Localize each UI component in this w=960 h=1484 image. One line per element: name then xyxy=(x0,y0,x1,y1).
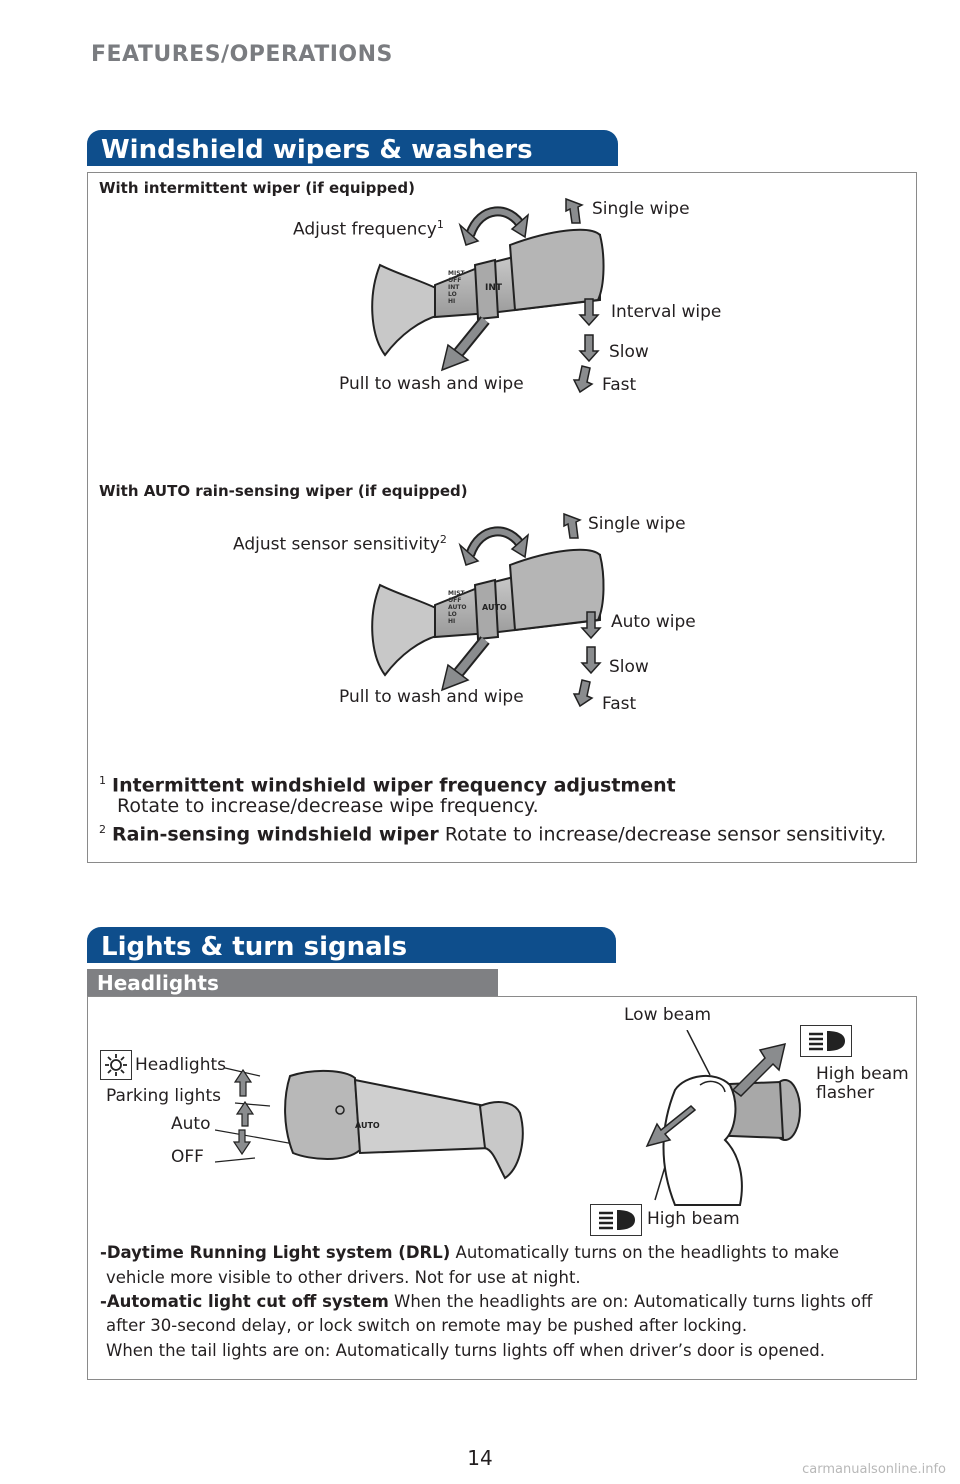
page-number: 14 xyxy=(467,1446,493,1470)
stalk-knob xyxy=(508,228,605,312)
cutoff-line-2: after 30-second delay, or lock switch on… xyxy=(106,1316,748,1335)
label-off: OFF xyxy=(171,1147,204,1167)
stalk-knob xyxy=(284,1069,362,1160)
label-single-wipe: Single wipe xyxy=(592,199,690,219)
stalk-base xyxy=(478,1101,524,1180)
stalk-band-label: AUTO xyxy=(355,1121,380,1130)
footnote-2: 2 Rain-sensing windshield wiper Rotate t… xyxy=(99,823,887,846)
stalk-band-label: AUTO xyxy=(482,603,507,612)
cutoff-line-3: When the tail lights are on: Automatical… xyxy=(106,1341,825,1360)
lights-section-tab: Lights & turn signals xyxy=(87,927,616,963)
high-beam-icon xyxy=(599,1210,635,1230)
label-adjust-sensitivity: Adjust sensor sensitivity2 xyxy=(233,533,447,555)
wipers-section-title: Windshield wipers & washers xyxy=(101,135,533,165)
position-arrow xyxy=(232,1129,252,1156)
fast-arrow-icon xyxy=(572,679,594,708)
label-pull-wash: Pull to wash and wipe xyxy=(339,374,524,394)
pos-label: INT xyxy=(448,284,460,291)
label-high-beam-flasher-1: High beam xyxy=(816,1064,909,1084)
pos-label: LO xyxy=(448,611,457,618)
drl-line-2: vehicle more visible to other drivers. N… xyxy=(106,1268,581,1287)
high-beam-flasher-icon xyxy=(809,1031,845,1051)
position-arrow xyxy=(235,1100,255,1127)
single-wipe-arrow-icon xyxy=(565,197,584,224)
pos-label: OFF xyxy=(448,277,461,284)
stalk-body xyxy=(353,1078,492,1155)
wipers-section-tab: Windshield wipers & washers xyxy=(87,130,618,166)
pos-label: OFF xyxy=(448,597,461,604)
beam-hand-diagram xyxy=(645,1030,801,1206)
headlight-symbol-box xyxy=(100,1050,132,1080)
label-pull-wash: Pull to wash and wipe xyxy=(339,687,524,707)
label-headlights: Headlights xyxy=(135,1055,226,1075)
single-wipe-arrow-icon xyxy=(563,512,582,539)
slow-arrow-icon xyxy=(580,646,602,675)
pos-label: HI xyxy=(448,618,455,625)
pos-label: LO xyxy=(448,291,457,298)
section-header: FEATURES/OPERATIONS xyxy=(91,42,393,67)
intermittent-wiper-diagram: MIST OFF INT LO HI INT xyxy=(371,206,605,372)
label-parking-lights: Parking lights xyxy=(106,1086,221,1106)
interval-wipe-arrow-icon xyxy=(578,298,600,327)
headlight-stalk-diagram: AUTO xyxy=(215,1067,524,1180)
label-slow: Slow xyxy=(609,342,649,362)
fast-arrow-icon xyxy=(572,365,594,394)
high-beam-symbol-box xyxy=(590,1204,642,1236)
stalk-band xyxy=(473,258,500,321)
label-low-beam: Low beam xyxy=(624,1005,712,1025)
flasher-arrow xyxy=(731,1042,787,1097)
label-interval-wipe: Interval wipe xyxy=(611,302,722,322)
drl-line-1: -Daytime Running Light system (DRL) Auto… xyxy=(100,1243,839,1262)
pos-label: AUTO xyxy=(448,604,467,611)
label-single-wipe: Single wipe xyxy=(588,514,686,534)
label-auto: Auto xyxy=(171,1114,211,1134)
stalk-base xyxy=(371,263,441,357)
auto-wiper-diagram: MIST OFF AUTO LO HI AUTO xyxy=(371,526,605,692)
hand-outline xyxy=(662,1074,743,1206)
headlights-subtab: Headlights xyxy=(87,969,498,997)
label-fast: Fast xyxy=(602,694,637,714)
position-arrow xyxy=(233,1068,253,1097)
label-high-beam: High beam xyxy=(647,1209,740,1229)
high-beam-arrow xyxy=(645,1104,697,1148)
stalk-band xyxy=(473,578,500,641)
stalk-knob xyxy=(508,548,605,632)
high-beam-flasher-symbol-box xyxy=(800,1025,852,1057)
label-slow: Slow xyxy=(609,657,649,677)
label-adjust-frequency: Adjust frequency1 xyxy=(293,218,444,240)
headlights-subtitle: Headlights xyxy=(97,971,219,995)
pos-label: MIST xyxy=(448,270,466,277)
footnote-1: 1 Intermittent windshield wiper frequenc… xyxy=(99,774,676,797)
lights-section-title: Lights & turn signals xyxy=(101,932,408,962)
label-fast: Fast xyxy=(602,375,637,395)
intermittent-heading: With intermittent wiper (if equipped) xyxy=(99,179,415,197)
cutoff-line-1: -Automatic light cut off system When the… xyxy=(100,1292,873,1311)
stalk-band-label: INT xyxy=(485,283,503,293)
pos-label: HI xyxy=(448,298,455,305)
headlight-sun-icon xyxy=(105,1054,127,1076)
pos-label: MIST xyxy=(448,590,466,597)
label-high-beam-flasher-2: flasher xyxy=(816,1083,875,1103)
watermark: carmanualsonline.info xyxy=(802,1462,946,1477)
label-auto-wipe: Auto wipe xyxy=(611,612,696,632)
footnote-1-text: Rotate to increase/decrease wipe frequen… xyxy=(117,795,539,817)
auto-wipe-arrow-icon xyxy=(580,611,602,640)
stalk-base xyxy=(371,583,441,677)
auto-heading: With AUTO rain-sensing wiper (if equippe… xyxy=(99,482,468,500)
slow-arrow-icon xyxy=(578,334,600,363)
